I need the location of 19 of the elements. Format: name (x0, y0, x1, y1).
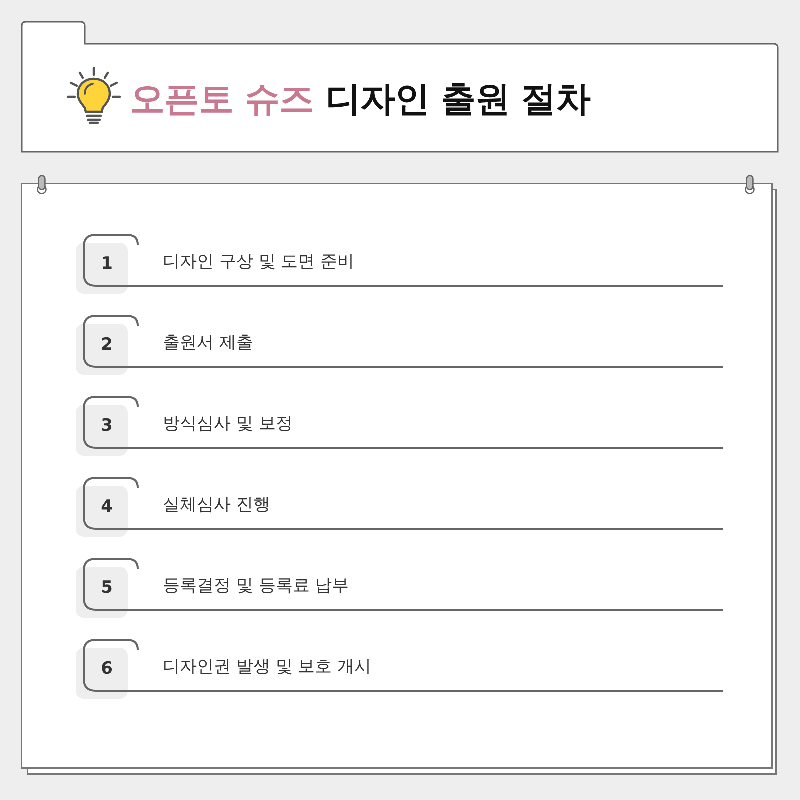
step-number: 2 (76, 324, 128, 375)
step-card (76, 234, 724, 295)
step-label: 실체심사 진행 (163, 494, 270, 517)
step-card (76, 396, 724, 457)
step-number: 1 (76, 243, 128, 294)
step-number: 5 (76, 567, 128, 618)
step-number: 3 (76, 405, 128, 456)
step-number: 6 (76, 648, 128, 699)
step-card (76, 477, 724, 538)
step-label: 출원서 제출 (163, 332, 254, 355)
step-label: 디자인 구상 및 도면 준비 (163, 251, 355, 274)
step-card (76, 639, 724, 700)
step-label: 디자인권 발생 및 보호 개시 (163, 656, 372, 679)
step-number: 4 (76, 486, 128, 537)
step-card (76, 315, 724, 376)
title: 오픈토 슈즈 디자인 출원 절차 (130, 79, 591, 122)
step-card (76, 558, 724, 619)
step-label: 방식심사 및 보정 (163, 413, 293, 436)
step-label: 등록결정 및 등록료 납부 (163, 575, 350, 598)
